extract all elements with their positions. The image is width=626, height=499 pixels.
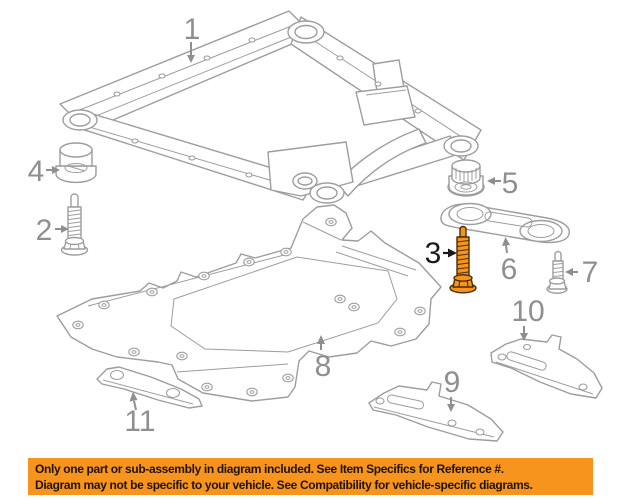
callout-4-label: 4 [28, 155, 45, 188]
callout-3: 3 [425, 237, 457, 270]
part-3-bolt-highlighted [449, 225, 477, 294]
part-1-subframe [59, 10, 482, 204]
part-7-bolt [546, 250, 568, 294]
part-10-deflector [490, 334, 603, 399]
part-9-deflector [368, 381, 504, 442]
callout-2-label: 2 [36, 214, 53, 247]
parts-diagram: 1 2 3 4 5 6 7 8 9 10 [28, 10, 603, 442]
part-8-splash-shield [56, 204, 442, 402]
callout-5-label: 5 [502, 167, 519, 200]
callout-8: 8 [315, 335, 332, 383]
callout-6-label: 6 [501, 253, 518, 286]
callout-2: 2 [36, 214, 69, 247]
part-2-bolt [60, 193, 89, 256]
callout-1-label: 1 [184, 13, 201, 46]
callout-11: 11 [124, 391, 156, 438]
part-11-deflector-strip [96, 366, 203, 409]
callout-7: 7 [565, 256, 598, 289]
callout-3-label: 3 [425, 237, 442, 270]
disclaimer-line-1: Only one part or sub-assembly in diagram… [35, 461, 504, 476]
part-4-mount-bushing [55, 142, 97, 184]
callout-7-label: 7 [582, 256, 599, 289]
callout-1: 1 [184, 13, 201, 63]
disclaimer-banner: Only one part or sub-assembly in diagram… [28, 458, 593, 495]
callout-11-label: 11 [124, 405, 155, 438]
callout-6-arrow [505, 244, 508, 254]
callout-10: 10 [511, 295, 545, 341]
callout-9: 9 [444, 366, 461, 412]
part-5-mount-bushing [447, 159, 485, 197]
disclaimer-line-2: Diagram may not be specific to your vehi… [35, 478, 533, 492]
callout-8-label: 8 [315, 350, 332, 383]
callout-9-label: 9 [444, 366, 461, 399]
part-6-brace [440, 202, 570, 244]
callout-10-label: 10 [511, 295, 544, 328]
callout-5: 5 [487, 167, 518, 200]
callout-4: 4 [28, 155, 60, 188]
callout-11-arrow [133, 400, 137, 411]
callout-6: 6 [501, 237, 518, 286]
